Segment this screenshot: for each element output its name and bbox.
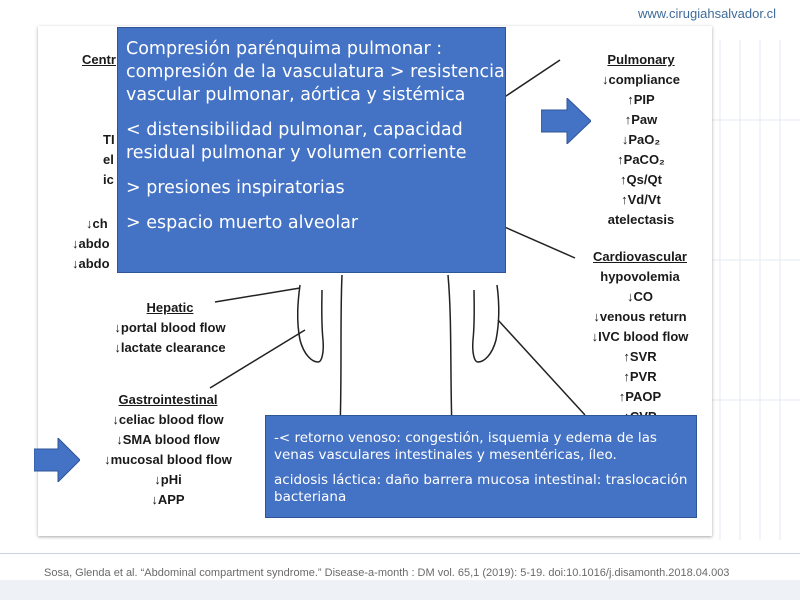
pulmonary-item: ↑Vd/Vt bbox=[621, 192, 661, 207]
hepatic-group: Hepatic ↓portal blood flow ↓lactate clea… bbox=[100, 298, 240, 358]
box-paragraph: -< retorno venoso: congestión, isquemia … bbox=[274, 430, 657, 463]
cardiovascular-item: hypovolemia bbox=[600, 269, 680, 284]
pulmonary-group: Pulmonary ↓compliance ↑PIP ↑Paw ↓PaO₂ ↑P… bbox=[585, 50, 697, 230]
gastrointestinal-item: ↓celiac blood flow bbox=[112, 412, 224, 427]
box-paragraph: Compresión parénquima pulmonar : compres… bbox=[126, 39, 505, 105]
cardiovascular-item: ↑PVR bbox=[623, 369, 657, 384]
gastrointestinal-explanation-box: -< retorno venoso: congestión, isquemia … bbox=[265, 415, 697, 518]
box-paragraph: > espacio muerto alveolar bbox=[126, 213, 359, 233]
partial-label-4: ↓ch bbox=[86, 216, 108, 231]
cardiovascular-group: Cardiovascular hypovolemia ↓CO ↓venous r… bbox=[570, 247, 710, 427]
pulmonary-heading: Pulmonary bbox=[607, 52, 675, 67]
pulmonary-item: ↑PIP bbox=[627, 92, 655, 107]
arrow-right-icon bbox=[34, 438, 80, 482]
pulmonary-item: ↑PaCO₂ bbox=[617, 152, 665, 167]
citation-text: Sosa, Glenda et al. “Abdominal compartme… bbox=[44, 567, 730, 579]
gastrointestinal-item: ↓pHi bbox=[154, 472, 182, 487]
pulmonary-item: ↓PaO₂ bbox=[621, 132, 661, 147]
partial-label-6: ↓abdo bbox=[72, 256, 110, 271]
pulmonary-item: ↑Paw bbox=[624, 112, 658, 127]
pulmonary-item: atelectasis bbox=[607, 212, 675, 227]
partial-label-5: ↓abdo bbox=[72, 236, 110, 251]
divider bbox=[0, 553, 800, 554]
cardiovascular-item: ↓IVC blood flow bbox=[591, 329, 689, 344]
gastrointestinal-heading: Gastrointestinal bbox=[118, 392, 218, 407]
gastrointestinal-item: ↓SMA blood flow bbox=[116, 432, 220, 447]
cardiovascular-item: ↓CO bbox=[627, 289, 653, 304]
gastrointestinal-group: Gastrointestinal ↓celiac blood flow ↓SMA… bbox=[88, 390, 248, 510]
partial-label-1: TI bbox=[103, 132, 115, 147]
gastrointestinal-item: ↓APP bbox=[151, 492, 185, 507]
central-heading-partial: Centr bbox=[82, 52, 116, 67]
cardiovascular-item: ↑PAOP bbox=[618, 389, 662, 404]
hepatic-item: ↓portal blood flow bbox=[114, 320, 226, 335]
pulmonary-explanation-box: Compresión parénquima pulmonar : compres… bbox=[117, 27, 506, 273]
box-paragraph: acidosis láctica: daño barrera mucosa in… bbox=[274, 472, 688, 505]
pulmonary-item: ↓compliance bbox=[601, 72, 681, 87]
pulmonary-item: ↑Qs/Qt bbox=[620, 172, 662, 187]
hepatic-item: ↓lactate clearance bbox=[114, 340, 226, 355]
gastrointestinal-item: ↓mucosal blood flow bbox=[104, 452, 232, 467]
box-paragraph: < distensibilidad pulmonar, capacidad re… bbox=[126, 120, 467, 163]
partial-label-3: ic bbox=[103, 172, 114, 187]
arrow-right-icon bbox=[541, 98, 591, 144]
cardiovascular-heading: Cardiovascular bbox=[593, 249, 687, 264]
website-url[interactable]: www.cirugiahsalvador.cl bbox=[637, 6, 776, 21]
hepatic-heading: Hepatic bbox=[146, 300, 194, 315]
partial-label-2: el bbox=[103, 152, 114, 167]
cardiovascular-item: ↓venous return bbox=[593, 309, 687, 324]
box-paragraph: > presiones inspiratorias bbox=[126, 178, 345, 198]
cardiovascular-item: ↑SVR bbox=[623, 349, 657, 364]
